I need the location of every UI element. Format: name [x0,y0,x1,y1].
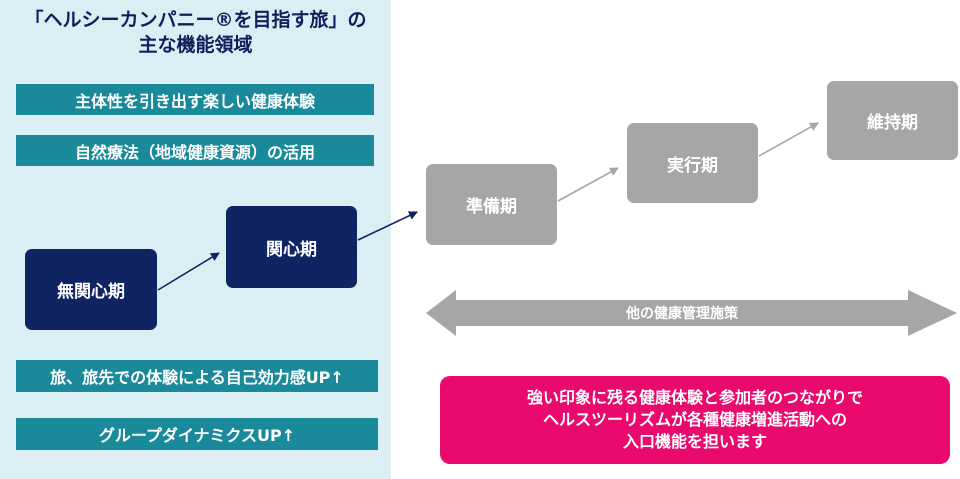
function-item-natural-therapy: 自然療法（地域健康資源）の活用 [16,135,374,166]
panel-title-line1: 「ヘルシーカンパニー®を目指す旅」の [24,9,367,31]
arrow-contemplation-to-preparation [357,211,418,241]
arrow-precontemplation-to-contemplation [157,252,220,291]
function-areas-panel: 「ヘルシーカンパニー®を目指す旅」の 主な機能領域 主体性を引き出す楽しい健康体… [0,0,391,479]
stage-preparation: 準備期 [426,164,557,245]
message-line1: 強い印象に残る健康体験と参加者のつながりで [526,388,863,407]
panel-title: 「ヘルシーカンパニー®を目指す旅」の 主な機能領域 [0,8,391,58]
arrow-preparation-to-action [557,167,619,202]
panel-title-line2: 主な機能領域 [138,34,253,56]
stage-maintenance: 維持期 [827,81,958,160]
stage-contemplation: 関心期 [226,206,357,288]
function-item-self-efficacy: 旅、旅先での体験による自己効力感UP↑ [16,360,378,392]
function-item-health-experience: 主体性を引き出す楽しい健康体験 [16,84,374,115]
other-measures-label: 他の健康管理施策 [626,306,738,322]
function-item-group-dynamics: グループダイナミクスUP↑ [16,418,378,450]
message-line2: ヘルスツーリズムが各種健康増進活動への [542,410,847,429]
entry-function-message: 強い印象に残る健康体験と参加者のつながりで ヘルスツーリズムが各種健康増進活動へ… [440,376,950,464]
stage-precontemplation: 無関心期 [25,249,157,330]
arrow-action-to-maintenance [758,122,819,157]
message-line3: 入口機能を担います [622,432,767,451]
stage-action: 実行期 [627,123,758,203]
other-measures-double-arrow [426,290,957,336]
